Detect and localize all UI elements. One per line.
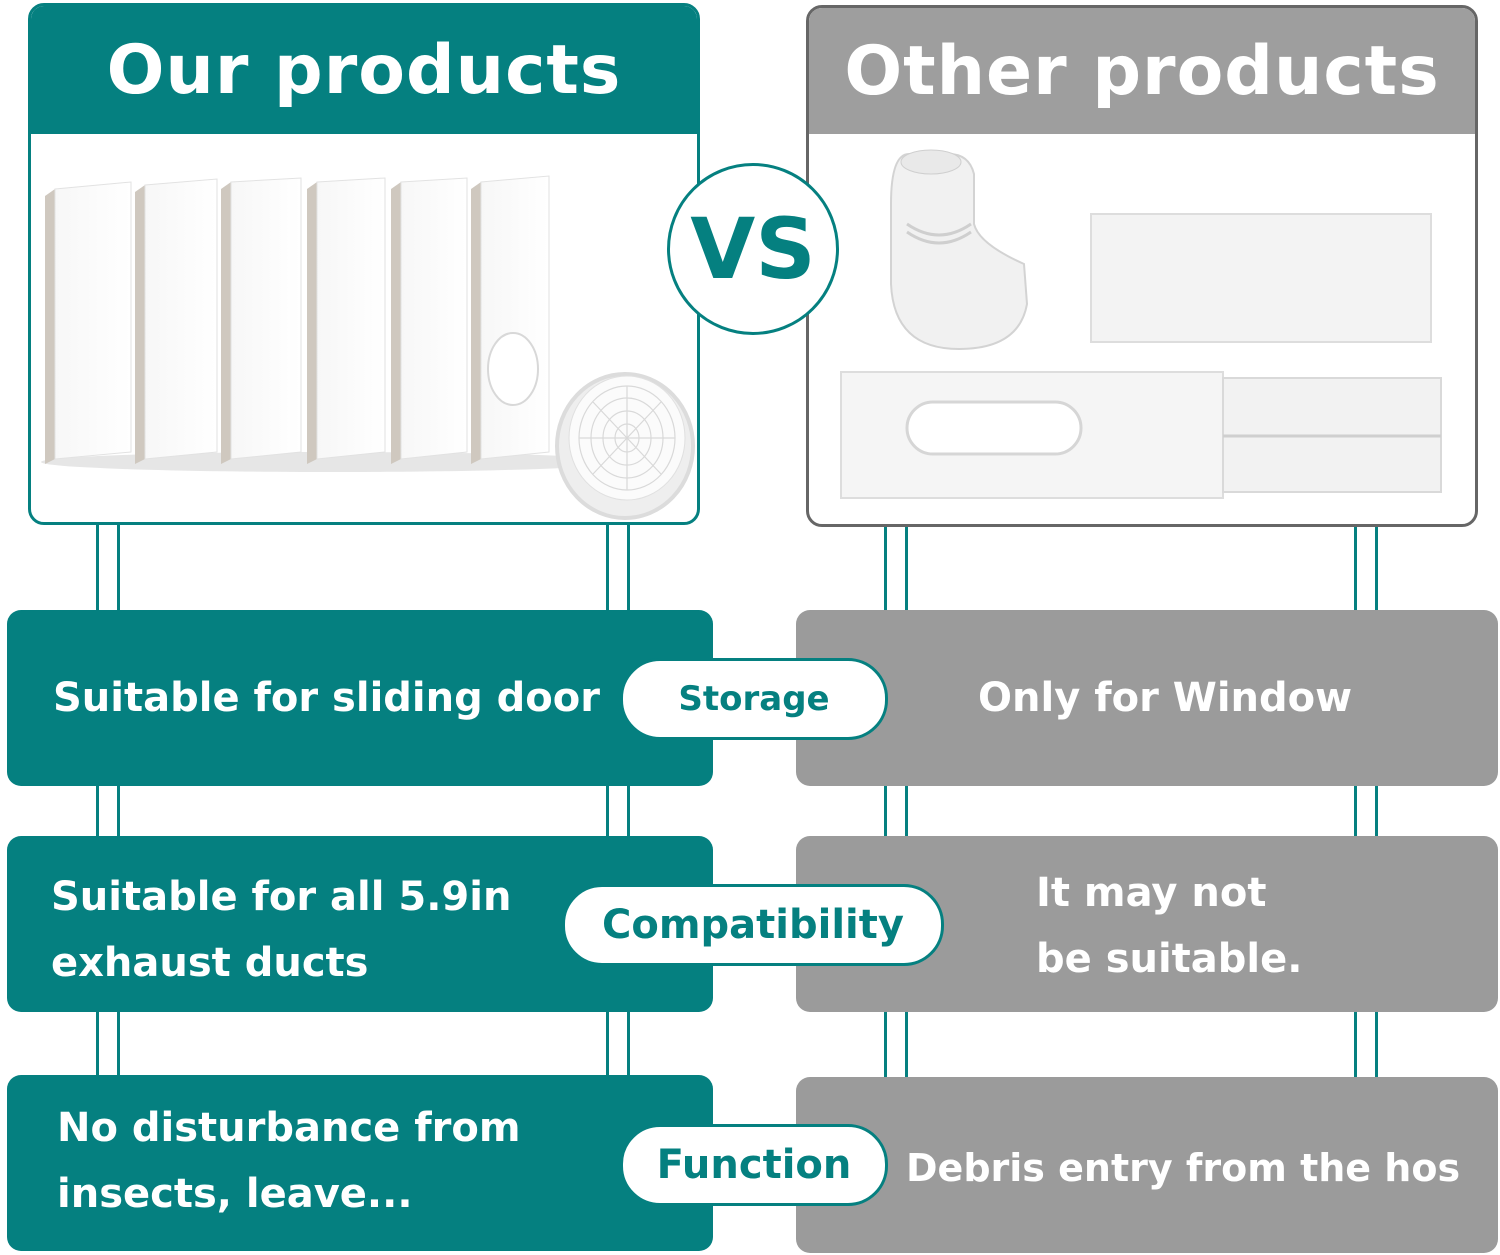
- connector-rail: [884, 782, 908, 840]
- others-function-text: Debris entry from the hos: [906, 1146, 1461, 1190]
- ours-compatibility-line2: exhaust ducts: [51, 940, 369, 986]
- other-products-title: Other products: [809, 8, 1475, 134]
- hose-adapter-image: [890, 149, 1029, 351]
- vent-cover-image: [555, 372, 695, 520]
- ours-function-box: No disturbance from insects, leave...: [7, 1075, 713, 1251]
- connector-rail: [884, 1010, 908, 1080]
- storage-label: Storage: [620, 658, 888, 740]
- connector-rail: [884, 527, 908, 615]
- others-compatibility-line2: be suitable.: [1036, 936, 1303, 982]
- ours-function-line1: No disturbance from: [57, 1105, 521, 1151]
- connector-rail: [1354, 527, 1378, 615]
- others-compatibility-box: It may not be suitable.: [796, 836, 1498, 1012]
- ours-compatibility-box: Suitable for all 5.9in exhaust ducts: [7, 836, 713, 1012]
- connector-rail: [1354, 782, 1378, 840]
- others-storage-text: Only for Window: [978, 675, 1353, 721]
- compatibility-label: Compatibility: [562, 884, 944, 966]
- other-window-kit-image: [840, 149, 1442, 499]
- ours-storage-box: Suitable for sliding door: [7, 610, 713, 786]
- other-products-panel: Other products: [806, 5, 1478, 527]
- vs-badge: VS: [667, 163, 839, 335]
- connector-rail: [96, 525, 120, 615]
- our-products-panel: Our products: [28, 3, 700, 525]
- connector-rail: [606, 1010, 630, 1080]
- function-label: Function: [620, 1124, 888, 1206]
- others-function-box: Debris entry from the hos: [796, 1077, 1498, 1253]
- ours-function-line2: insects, leave...: [57, 1171, 413, 1217]
- our-products-title: Our products: [31, 6, 697, 134]
- connector-rail: [96, 1010, 120, 1080]
- ours-compatibility-line1: Suitable for all 5.9in: [51, 874, 512, 920]
- connector-rail: [606, 525, 630, 615]
- others-compatibility-line1: It may not: [1036, 870, 1267, 916]
- connector-rail: [96, 782, 120, 840]
- connector-rail: [606, 782, 630, 840]
- others-storage-box: Only for Window: [796, 610, 1498, 786]
- window-kit-panels-image: [41, 175, 695, 520]
- ours-storage-text: Suitable for sliding door: [53, 675, 600, 721]
- connector-rail: [1354, 1010, 1378, 1080]
